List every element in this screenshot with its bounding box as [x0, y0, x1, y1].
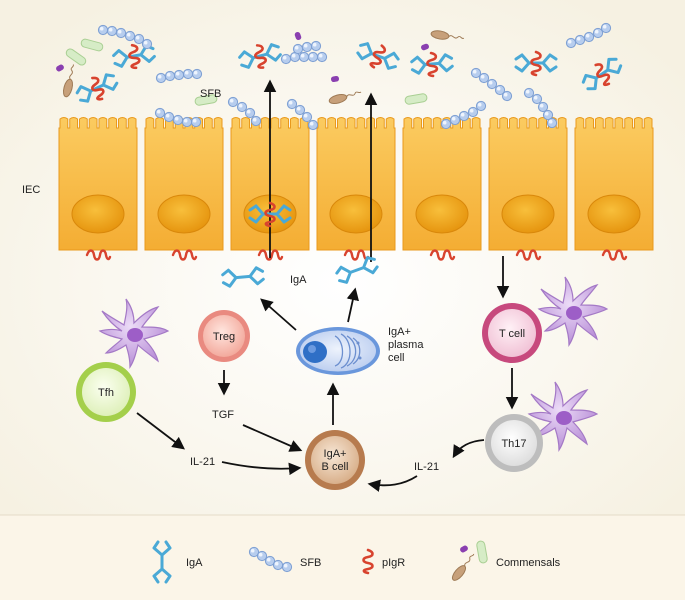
tcell-label: T cell [499, 328, 525, 340]
t-cell: T cell [482, 303, 542, 363]
legend-label-pigr: pIgR [382, 557, 405, 569]
legend-label-commensals: Commensals [496, 557, 561, 569]
treg-cell: Treg [198, 310, 250, 362]
legend-label-iga: IgA [186, 557, 203, 569]
epithelial-nucleus [157, 194, 211, 234]
iga-label: IgA [290, 274, 307, 286]
epithelial-cell [574, 117, 654, 251]
sfb-label: SFB [200, 88, 221, 100]
epithelial-nucleus [71, 194, 125, 234]
tfh-cell: Tfh [76, 362, 136, 422]
iec-label: IEC [22, 184, 40, 196]
epithelial-nucleus [329, 194, 383, 234]
il21-right-label: IL-21 [414, 461, 439, 473]
epithelial-cell [316, 117, 396, 251]
arrow-il21-to-bcell [221, 461, 302, 476]
legend-item-pigr: pIgR [362, 548, 405, 575]
epithelial-nucleus [587, 194, 641, 234]
legend: IgA SFB pIgR Commensals [152, 539, 561, 584]
legend-item-iga: IgA [152, 540, 203, 584]
arrow-tgf-to-bcell [242, 424, 303, 452]
plasma-label-2: plasma [388, 339, 424, 351]
il21-left-label: IL-21 [190, 456, 215, 468]
signaling-arrows [136, 256, 519, 492]
arrow-th17-to-il21 [452, 439, 485, 459]
th17-label: Th17 [501, 438, 526, 450]
epithelial-cell [402, 117, 482, 251]
legend-background [0, 515, 685, 600]
arrow-plasma-to-iga-2 [346, 287, 360, 323]
treg-label: Treg [213, 331, 235, 343]
tgf-label: TGF [212, 409, 234, 421]
epithelial-cell [58, 117, 138, 251]
epithelial-cell [488, 117, 568, 251]
plasma-label-1: IgA+ [388, 326, 411, 338]
epithelial-cell [144, 117, 224, 251]
epithelial-cell-layer [58, 117, 654, 261]
plasma-label-3: cell [388, 352, 405, 364]
arrow-tfh-to-il21 [136, 412, 186, 450]
bcell-label-1: IgA+ [324, 448, 347, 460]
legend-label-sfb: SFB [300, 557, 321, 569]
arrow-il21-to-bcell-right [367, 475, 418, 492]
legend-item-sfb: SFB [248, 546, 321, 573]
epithelial-nucleus [501, 194, 555, 234]
iga-b-cell: IgA+ B cell [305, 430, 365, 490]
arrow-plasma-to-iga [260, 298, 297, 331]
bcell-label-2: B cell [322, 461, 349, 473]
legend-item-commensals: Commensals [449, 539, 561, 583]
iga-plasma-cell [296, 327, 380, 375]
th17-cell: Th17 [485, 414, 543, 472]
epithelial-nucleus [415, 194, 469, 234]
tfh-label: Tfh [98, 387, 114, 399]
